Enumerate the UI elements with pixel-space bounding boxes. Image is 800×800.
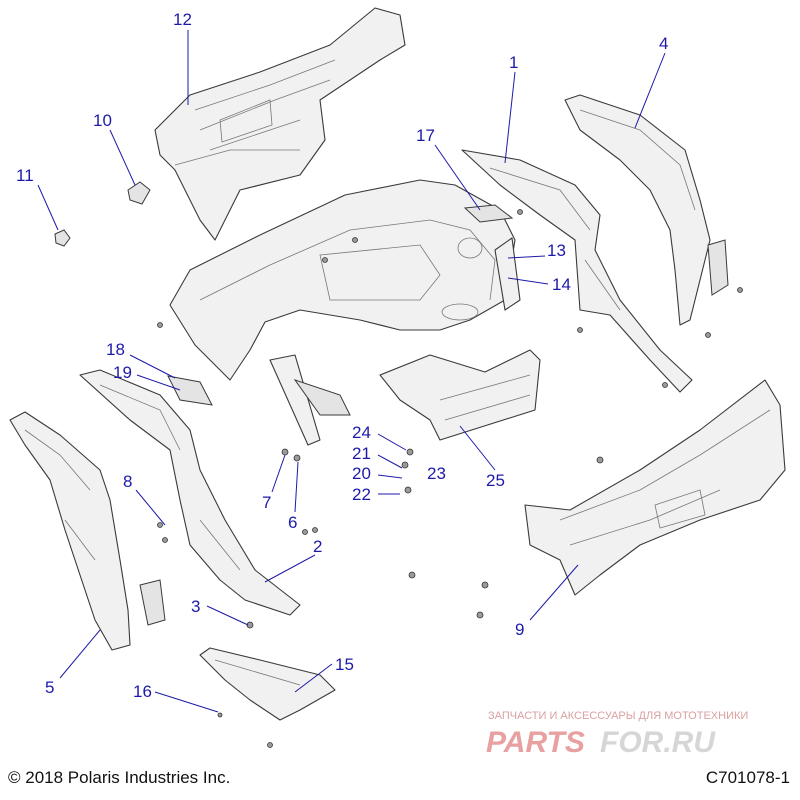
callout-5: 5 — [45, 678, 54, 697]
box-support-strut — [269, 354, 351, 446]
part-1-right-rail — [461, 149, 693, 393]
watermark-brand-a: PARTS — [486, 726, 585, 759]
part-4-right-fender — [564, 94, 729, 326]
part-13-bracket — [494, 237, 521, 311]
part-2-left-rail — [79, 369, 301, 616]
part-5-left-fender — [9, 411, 166, 651]
part-11-clip — [54, 229, 71, 247]
part-17-plate — [463, 204, 514, 223]
cargo-box — [169, 179, 516, 381]
part-12-rear-panel — [154, 7, 406, 241]
callout-24: 24 — [352, 423, 371, 442]
callout-15: 15 — [335, 655, 354, 674]
callout-numbers: 1 2 3 4 5 6 7 8 9 10 11 12 13 14 15 16 1… — [16, 10, 668, 701]
callout-2: 2 — [313, 537, 322, 556]
callout-7: 7 — [262, 493, 271, 512]
callout-1: 1 — [509, 53, 518, 72]
callout-14: 14 — [552, 275, 571, 294]
callout-6: 6 — [288, 513, 297, 532]
leader-lines — [37, 30, 666, 713]
callout-23: 23 — [427, 464, 446, 483]
callout-13: 13 — [547, 241, 566, 260]
callout-20: 20 — [352, 464, 371, 483]
callout-25: 25 — [486, 471, 505, 490]
callout-8: 8 — [123, 472, 132, 491]
copyright-text: © 2018 Polaris Industries Inc. — [8, 768, 231, 787]
callout-9: 9 — [515, 620, 524, 639]
callout-12: 12 — [173, 10, 192, 29]
watermark: ЗАПЧАСТИ И АКСЕССУАРЫ ДЛЯ МОТОТЕХНИКИ PA… — [486, 710, 748, 759]
callout-10: 10 — [93, 111, 112, 130]
callout-18: 18 — [106, 340, 125, 359]
callout-17: 17 — [416, 126, 435, 145]
callout-22: 22 — [352, 485, 371, 504]
callout-3: 3 — [191, 597, 200, 616]
callout-11: 11 — [16, 166, 34, 185]
part-15-lower-panel — [199, 647, 336, 721]
part-18-plate — [167, 375, 213, 406]
callout-16: 16 — [133, 682, 152, 701]
callout-19: 19 — [113, 363, 132, 382]
part-25-floor-panel — [379, 349, 541, 441]
figure-id: C701078-1 — [705, 768, 790, 787]
fasteners — [157, 209, 743, 748]
callout-4: 4 — [659, 34, 668, 53]
watermark-brand-b: FOR.RU — [600, 726, 716, 759]
callout-21: 21 — [352, 444, 371, 463]
part-9-rear-bumper — [524, 379, 786, 596]
part-10-clip — [127, 181, 151, 205]
watermark-tagline: ЗАПЧАСТИ И АКСЕССУАРЫ ДЛЯ МОТОТЕХНИКИ — [488, 710, 748, 722]
